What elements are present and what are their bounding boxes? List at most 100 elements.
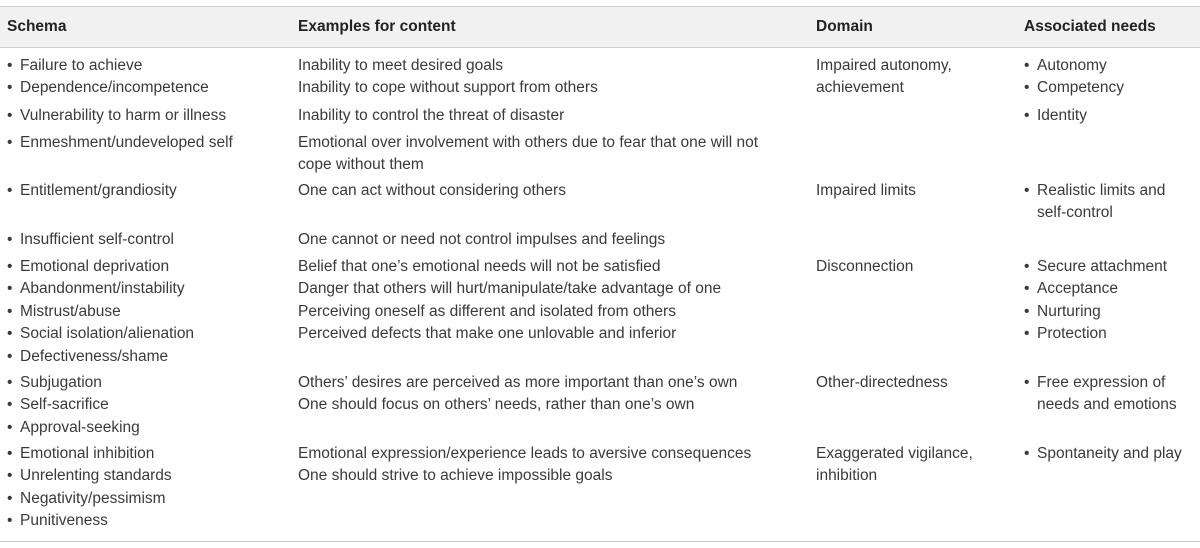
- text-line: Impaired autonomy,: [816, 55, 952, 77]
- examples-cell: Others’ desires are perceived as more im…: [298, 372, 737, 417]
- cell-text: Failure to achieve: [20, 57, 143, 74]
- examples-cell: Belief that one’s emotional needs will n…: [298, 256, 721, 346]
- cell-text: Emotional expression/experience leads to…: [298, 445, 752, 462]
- list-item: • Punitiveness: [7, 510, 172, 532]
- cell-text: Negativity/pessimism: [20, 489, 166, 507]
- cell-text: One can act without considering others: [298, 182, 566, 199]
- cell-text: Approval-seeking: [20, 418, 140, 436]
- list-item: •Negativity/pessimism: [7, 488, 172, 510]
- cell-text: Nurturing: [1037, 302, 1101, 320]
- list-item: •Defectiveness/shame: [7, 346, 194, 368]
- header-schema: Schema: [7, 18, 67, 35]
- schema-cell: •Enmeshment/undeveloped self: [7, 132, 233, 154]
- cell-text: Emotional deprivation: [20, 258, 170, 275]
- cell-text: Protection: [1037, 325, 1107, 343]
- cell-text: Perceived defects that make one unlovabl…: [298, 325, 677, 343]
- schema-cell: •Emotional deprivation•Abandonment/insta…: [7, 256, 194, 368]
- cell-text: Autonomy: [1037, 57, 1107, 74]
- text-line: Perceiving oneself as different and isol…: [298, 301, 721, 323]
- cell-text: Social isolation/alienation: [20, 325, 195, 343]
- list-item: •Mistrust/abuse: [7, 301, 194, 323]
- text-line: Others’ desires are perceived as more im…: [298, 372, 737, 394]
- bullet-icon: •: [1024, 79, 1030, 97]
- list-item: • Entitlement/grandiosity: [7, 180, 177, 202]
- bullet-icon: •: [7, 107, 13, 124]
- cell-text: Subjugation: [20, 374, 102, 391]
- header-rule: [0, 47, 1200, 48]
- examples-cell: Inability to control the threat of disas…: [298, 105, 564, 127]
- header-row: [0, 7, 1200, 47]
- bullet-icon: •: [1024, 258, 1030, 275]
- text-line: Other-directedness: [816, 372, 948, 394]
- cell-text: Abandonment/instability: [20, 280, 185, 298]
- bullet-icon: •: [7, 347, 13, 365]
- examples-cell: One cannot or need not control impulses …: [298, 229, 665, 251]
- text-line: cope without them: [298, 154, 758, 176]
- list-item: • Vulnerability to harm or illness: [7, 105, 226, 127]
- list-item: •Acceptance: [1024, 278, 1167, 300]
- bullet-icon: •: [7, 418, 13, 436]
- list-item: •Free expression of: [1024, 372, 1177, 394]
- cell-text: Entitlement/grandiosity: [20, 182, 177, 199]
- list-item: • Approval-seeking: [7, 417, 140, 439]
- schema-cell: •Subjugation•Self-sacrifice•Approval-see…: [7, 372, 140, 439]
- bullet-icon: •: [7, 134, 13, 151]
- cell-text: Free expression of: [1037, 374, 1166, 391]
- bullet-icon: •: [1024, 107, 1030, 124]
- bullet-icon: •: [7, 374, 13, 391]
- list-item: • Protection: [1024, 323, 1167, 345]
- text-line: One should strive to achieve impossible …: [298, 465, 751, 487]
- list-item: •Spontaneity and play: [1024, 443, 1182, 465]
- needs-cell: • Autonomy • Competency: [1024, 55, 1124, 100]
- list-item: • Competency: [1024, 77, 1124, 99]
- list-item: •Secure attachment: [1024, 256, 1167, 278]
- text-line: Disconnection: [816, 256, 913, 278]
- bullet-icon: •: [7, 231, 13, 248]
- cell-text: Self-sacrifice: [20, 396, 109, 414]
- text-line: Emotional over involvement with others d…: [298, 132, 758, 154]
- needs-cell: •Secure attachment•Acceptance•Nurturing•…: [1024, 256, 1167, 346]
- list-item: needs and emotions: [1024, 394, 1177, 416]
- cell-text: Impaired limits: [816, 182, 916, 199]
- list-item: • Subjugation: [7, 372, 140, 394]
- bullet-icon: •: [1024, 57, 1030, 74]
- cell-text: Dependence/incompetence: [20, 79, 209, 97]
- domain-cell: Impaired limits: [816, 180, 916, 202]
- cell-text: Realistic limits and: [1037, 182, 1166, 199]
- bullet-icon: •: [1024, 280, 1030, 298]
- cell-text: Identity: [1037, 107, 1087, 124]
- bullet-icon: •: [7, 512, 13, 530]
- list-item: • Abandonment/instability: [7, 278, 194, 300]
- domain-cell: Exaggerated vigilance,inhibition: [816, 443, 973, 488]
- cell-text: achievement: [816, 79, 904, 97]
- cell-text: Emotional over involvement with others d…: [298, 134, 759, 151]
- text-line: inhibition: [816, 465, 973, 487]
- bullet-icon: •: [1024, 325, 1030, 343]
- list-item: •Social isolation/alienation: [7, 323, 194, 345]
- cell-text: Competency: [1037, 79, 1125, 97]
- list-item: •Dependence/incompetence: [7, 77, 209, 99]
- bullet-icon: •: [7, 445, 13, 462]
- bullet-icon: •: [7, 182, 13, 199]
- text-line: Impaired limits: [816, 180, 916, 202]
- list-item: •Emotional deprivation: [7, 256, 194, 278]
- bullet-icon: •: [7, 302, 13, 320]
- cell-text: Vulnerability to harm or illness: [20, 107, 227, 124]
- header-domain: Domain: [816, 18, 873, 35]
- text-line: achievement: [816, 77, 952, 99]
- text-line: Inability to cope without support from o…: [298, 77, 598, 99]
- domain-cell: Impaired autonomy, achievement: [816, 55, 952, 100]
- list-item: •Unrelenting standards: [7, 465, 172, 487]
- list-item: •Emotional inhibition: [7, 443, 172, 465]
- cell-text: Inability to cope without support from o…: [298, 79, 598, 97]
- bullet-icon: •: [7, 467, 13, 485]
- cell-text: Inability to control the threat of disas…: [298, 107, 565, 124]
- list-item: •Nurturing: [1024, 301, 1167, 323]
- top-rule: [0, 6, 1200, 7]
- cell-text: One should strive to achieve impossible …: [298, 467, 613, 485]
- text-line: One cannot or need not control impulses …: [298, 229, 665, 251]
- bullet-icon: •: [7, 280, 13, 298]
- cell-text: Punitiveness: [20, 512, 108, 530]
